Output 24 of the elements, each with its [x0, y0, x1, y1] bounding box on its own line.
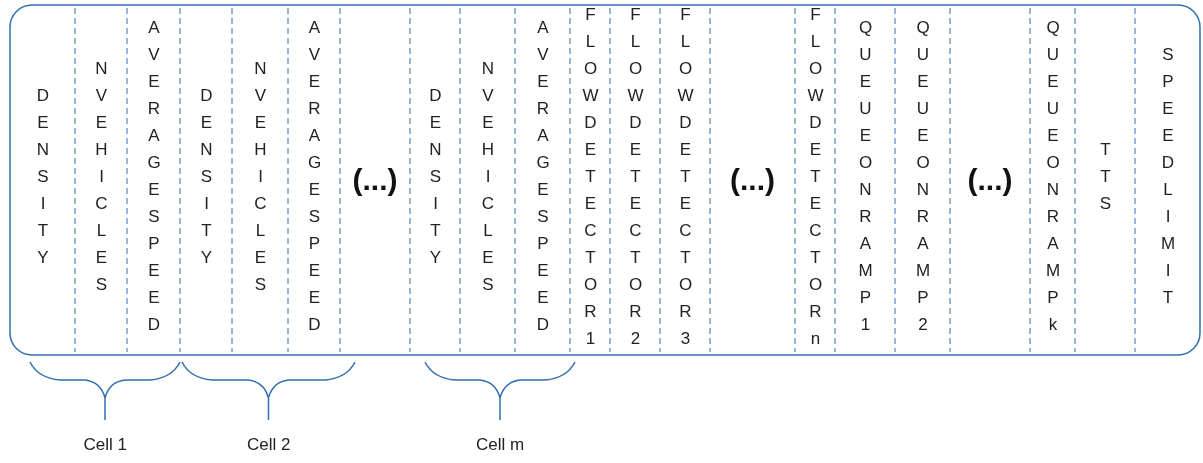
- state-variable-label: NVEHICLES: [250, 58, 270, 302]
- ellipsis-label: (...): [352, 163, 398, 197]
- state-variable-label: NVEHICLES: [91, 58, 111, 302]
- state-variable-label: FLOWDETECTOR3: [675, 4, 695, 356]
- state-variable-label: FLOWDETECTOR2: [625, 4, 645, 356]
- state-variable-label: QUEUEONRAMP2: [912, 18, 933, 342]
- cell-label: Cell 2: [247, 435, 291, 455]
- state-variable-label: DENSITY: [425, 85, 445, 275]
- state-variable-label: DENSITY: [32, 85, 53, 275]
- state-variable-label: AVERAGESPEED: [143, 18, 164, 342]
- state-variable-label: DENSITY: [196, 85, 216, 275]
- state-variable-label: SPEEDLIMIT: [1157, 45, 1178, 315]
- ellipsis-label: (...): [730, 163, 775, 197]
- ellipsis-label: (...): [967, 163, 1013, 197]
- state-variable-label: AVERAGESPEED: [304, 18, 324, 342]
- cell-label: Cell m: [476, 435, 525, 455]
- state-variable-label: AVERAGESPEED: [532, 18, 553, 342]
- state-variable-label: QUEUEONRAMP1: [855, 18, 875, 342]
- state-variable-label: FLOWDETECTOR1: [580, 4, 600, 356]
- cell-label: Cell 1: [83, 435, 127, 455]
- state-variable-label: QUEUEONRAMPk: [1042, 18, 1063, 342]
- state-variable-label: FLOWDETECTORn: [805, 4, 825, 356]
- state-variable-label: NVEHICLES: [477, 58, 498, 302]
- state-variable-label: TTS: [1095, 139, 1115, 221]
